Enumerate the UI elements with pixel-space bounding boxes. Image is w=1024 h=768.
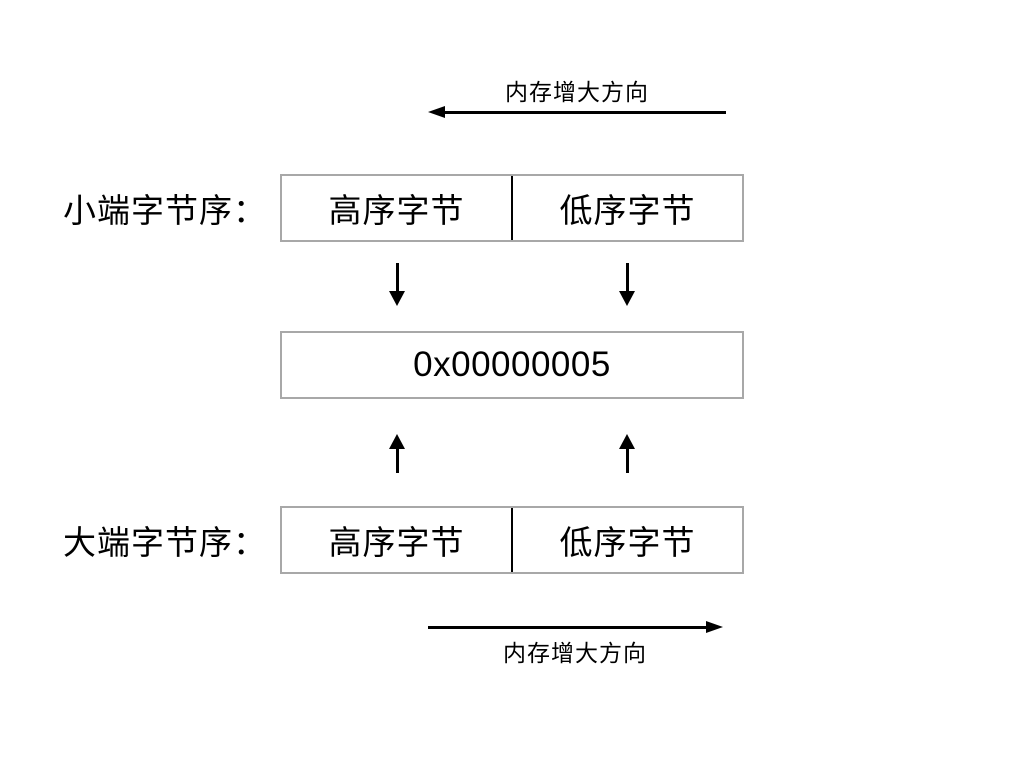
- arrow-left-icon: [428, 106, 445, 118]
- up-arrow-line-right: [626, 448, 629, 473]
- arrow-up-icon: [389, 434, 405, 449]
- top-arrow-line: [442, 111, 726, 114]
- little-endian-label: 小端字节序：: [63, 192, 267, 229]
- arrow-up-icon: [619, 434, 635, 449]
- arrow-down-icon: [389, 291, 405, 306]
- big-endian-box: 高序字节 低序字节: [280, 506, 744, 574]
- bottom-arrow-line: [428, 626, 708, 629]
- little-endian-box: 高序字节 低序字节: [280, 174, 744, 242]
- little-endian-cell-high: 高序字节: [282, 176, 513, 240]
- memory-direction-top-label: 内存增大方向: [505, 79, 649, 105]
- value-text: 0x00000005: [413, 345, 611, 384]
- big-endian-cell-high: 高序字节: [282, 508, 513, 572]
- down-arrow-line-left: [396, 263, 399, 292]
- value-box: 0x00000005: [280, 331, 744, 399]
- big-endian-cell-low: 低序字节: [559, 524, 696, 561]
- up-arrow-line-left: [396, 448, 399, 473]
- down-arrow-line-right: [626, 263, 629, 292]
- arrow-down-icon: [619, 291, 635, 306]
- big-endian-label: 大端字节序：: [63, 524, 267, 561]
- arrow-right-icon: [706, 621, 723, 633]
- little-endian-cell-low: 低序字节: [559, 192, 696, 229]
- memory-direction-bottom-label: 内存增大方向: [503, 640, 647, 666]
